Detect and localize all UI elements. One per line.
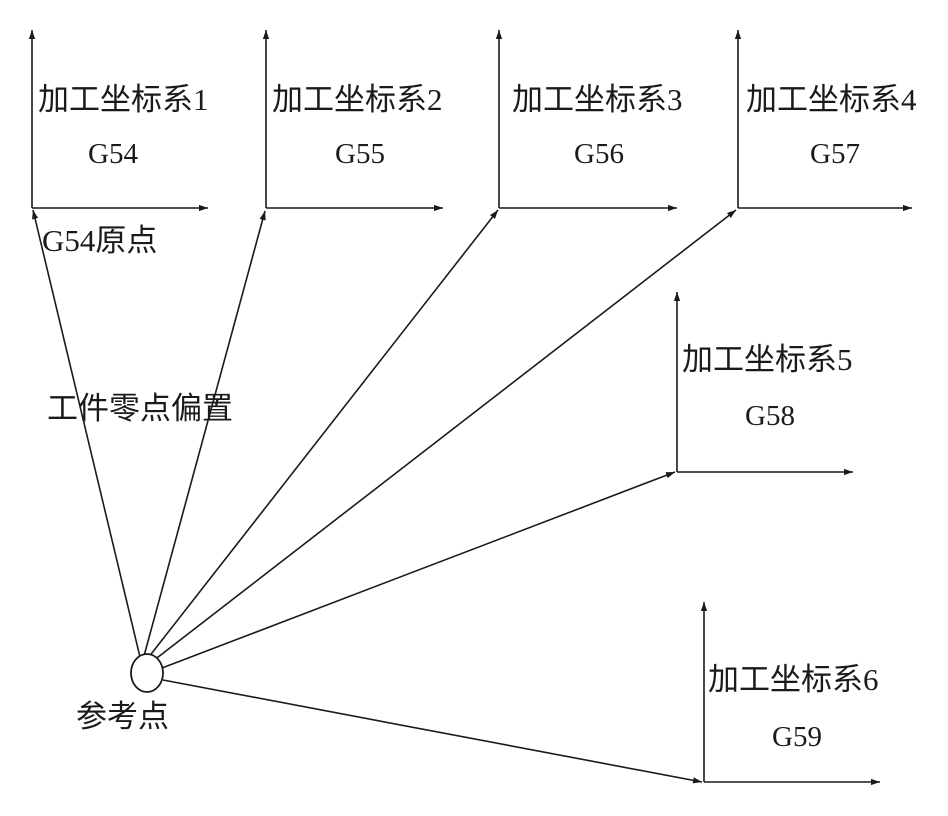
reference-point-label: 参考点 [76, 699, 169, 734]
coordinate-system-1: 加工坐标系1 G54 [28, 30, 209, 212]
offset-arrow-g57 [152, 209, 737, 662]
coordinate-system-2: 加工坐标系2 G55 [262, 30, 443, 212]
offset-arrow-g58 [161, 471, 676, 669]
cs3-name: 加工坐标系3 [512, 82, 683, 117]
offset-label: 工件零点偏置 [47, 391, 233, 426]
offset-arrow-g59 [162, 679, 703, 784]
coordinate-system-3: 加工坐标系3 G56 [495, 30, 683, 212]
offset-arrow-g56 [147, 209, 499, 659]
g54-origin-label: G54原点 [42, 223, 157, 258]
cs6-code: G59 [772, 721, 822, 753]
offset-vectors [32, 209, 737, 784]
coordinate-system-4: 加工坐标系4 G57 [734, 30, 917, 212]
cs2-code: G55 [335, 138, 385, 170]
offset-arrow-g54 [32, 209, 141, 658]
cs5-code: G58 [745, 400, 795, 432]
cs4-code: G57 [810, 138, 860, 170]
cs2-name: 加工坐标系2 [272, 82, 443, 117]
coordinate-system-5: 加工坐标系5 G58 [673, 292, 853, 476]
cs6-name: 加工坐标系6 [708, 662, 879, 697]
cs1-code: G54 [88, 138, 138, 170]
cs5-name: 加工坐标系5 [682, 342, 853, 377]
cs3-code: G56 [574, 138, 624, 170]
cs4-name: 加工坐标系4 [746, 82, 917, 117]
coordinate-system-6: 加工坐标系6 G59 [700, 602, 880, 786]
cs1-name: 加工坐标系1 [38, 82, 209, 117]
reference-point-marker [130, 653, 164, 693]
offset-arrow-g55 [143, 210, 266, 657]
